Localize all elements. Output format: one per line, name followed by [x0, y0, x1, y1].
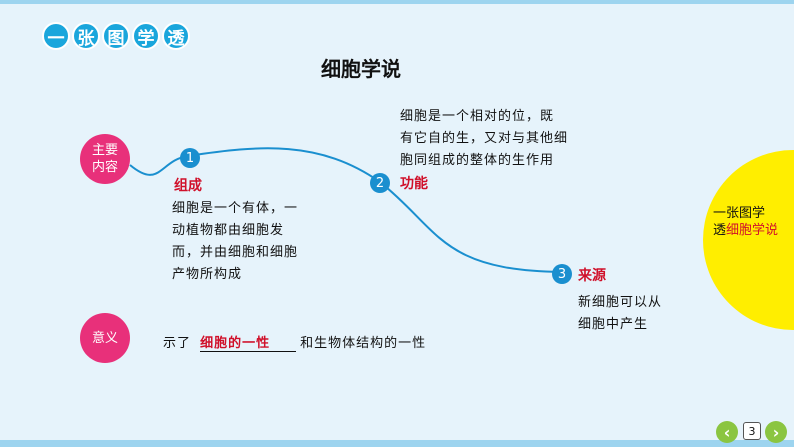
next-page-button[interactable]: ›: [765, 421, 787, 443]
topic-line-2-black: 透: [713, 223, 727, 238]
significance-blank: 细胞的一性: [200, 332, 297, 352]
header-badge: 张: [72, 22, 100, 50]
chevron-right-icon: ›: [772, 422, 780, 442]
chevron-left-icon: ‹: [723, 422, 731, 442]
top-stripe: [0, 0, 794, 4]
significance-circle: 意义: [80, 313, 130, 363]
significance-sentence: 示了 细胞的一性和生物体结构的一性: [163, 332, 426, 352]
node-text-origin: 新细胞可以从 细胞中产生: [578, 295, 663, 332]
page-title: 细胞学说: [321, 57, 401, 81]
topic-sun-text: 一张图学 透细胞学说: [713, 205, 778, 239]
topic-line-1: 一张图学: [713, 206, 766, 221]
header-badge: 一: [42, 22, 70, 50]
page-number: 3: [743, 422, 761, 440]
node-number-2: 2: [370, 173, 390, 193]
significance-prefix: 示了: [163, 336, 192, 351]
node-label-origin: 来源: [578, 268, 606, 284]
prev-page-button[interactable]: ‹: [716, 421, 738, 443]
node-number-1: 1: [180, 148, 200, 168]
header-badges: 一 张 图 学 透: [42, 22, 190, 50]
node-label-function: 功能: [400, 176, 428, 192]
significance-suffix: 和生物体结构的一性: [300, 336, 427, 351]
topic-line-2-red: 细胞学说: [726, 223, 779, 238]
node-number-3: 3: [552, 264, 572, 284]
header-badge: 图: [102, 22, 130, 50]
node-text-composition: 细胞是一个有体，一 动植物都由细胞发 而，并由细胞和细胞 产物所构成: [172, 201, 299, 282]
header-badge: 透: [162, 22, 190, 50]
node-text-function: 细胞是一个相对的位，既 有它自的生，又对与其他细 胞同组成的整体的生作用: [400, 109, 569, 168]
header-badge: 学: [132, 22, 160, 50]
main-content-circle: 主要 内容: [80, 134, 130, 184]
bottom-stripe: [0, 440, 794, 447]
node-label-composition: 组成: [174, 178, 202, 194]
